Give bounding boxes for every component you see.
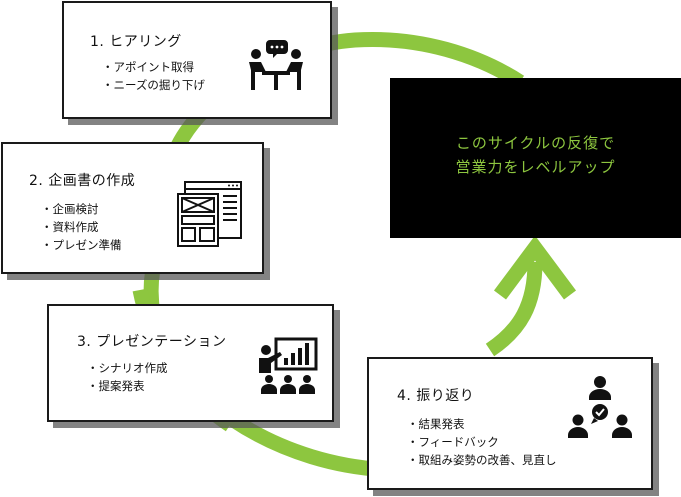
- step-item: ・プレゼン準備: [41, 238, 122, 252]
- step-title: 4. 振り返り: [397, 388, 475, 404]
- step-item: ・シナリオ作成: [87, 361, 168, 375]
- summary-line-2: 営業力をレベルアップ: [455, 158, 616, 176]
- team-feedback-icon: [568, 376, 632, 438]
- step-title: 3. プレゼンテーション: [77, 334, 227, 350]
- step-card-presentation: 3. プレゼンテーション ・シナリオ作成 ・提案発表: [47, 304, 334, 422]
- step-items: ・シナリオ作成 ・提案発表: [87, 359, 168, 395]
- step-item: ・企画検討: [41, 202, 99, 216]
- step-card-hearing: 1. ヒアリング ・アポイント取得 ・ニーズの掘り下げ: [62, 1, 332, 119]
- step-title: 2. 企画書の作成: [29, 173, 136, 189]
- summary-line-1: このサイクルの反復で: [455, 134, 616, 152]
- cycle-summary-box: このサイクルの反復で 営業力をレベルアップ: [390, 78, 681, 238]
- step-item: ・取組み姿勢の改善、見直し: [407, 453, 557, 467]
- meeting-icon: [249, 40, 303, 90]
- document-layout-icon: [177, 181, 242, 247]
- step-items: ・企画検討 ・資料作成 ・プレゼン準備: [41, 200, 122, 254]
- step-item: ・ニーズの掘り下げ: [102, 78, 205, 92]
- step-title: 1. ヒアリング: [90, 34, 182, 50]
- step-items: ・アポイント取得 ・ニーズの掘り下げ: [102, 58, 205, 94]
- step-item: ・アポイント取得: [102, 60, 194, 74]
- step-item: ・結果発表: [407, 417, 465, 431]
- step-card-review: 4. 振り返り ・結果発表 ・フィードバック ・取組み姿勢の改善、見直し: [367, 357, 653, 490]
- step-item: ・資料作成: [41, 220, 99, 234]
- presentation-icon: [259, 337, 318, 394]
- step-item: ・フィードバック: [407, 435, 499, 449]
- step-items: ・結果発表 ・フィードバック ・取組み姿勢の改善、見直し: [407, 415, 557, 469]
- step-item: ・提案発表: [87, 379, 145, 393]
- step-card-planning: 2. 企画書の作成 ・企画検討 ・資料作成 ・プレゼン準備: [1, 142, 264, 274]
